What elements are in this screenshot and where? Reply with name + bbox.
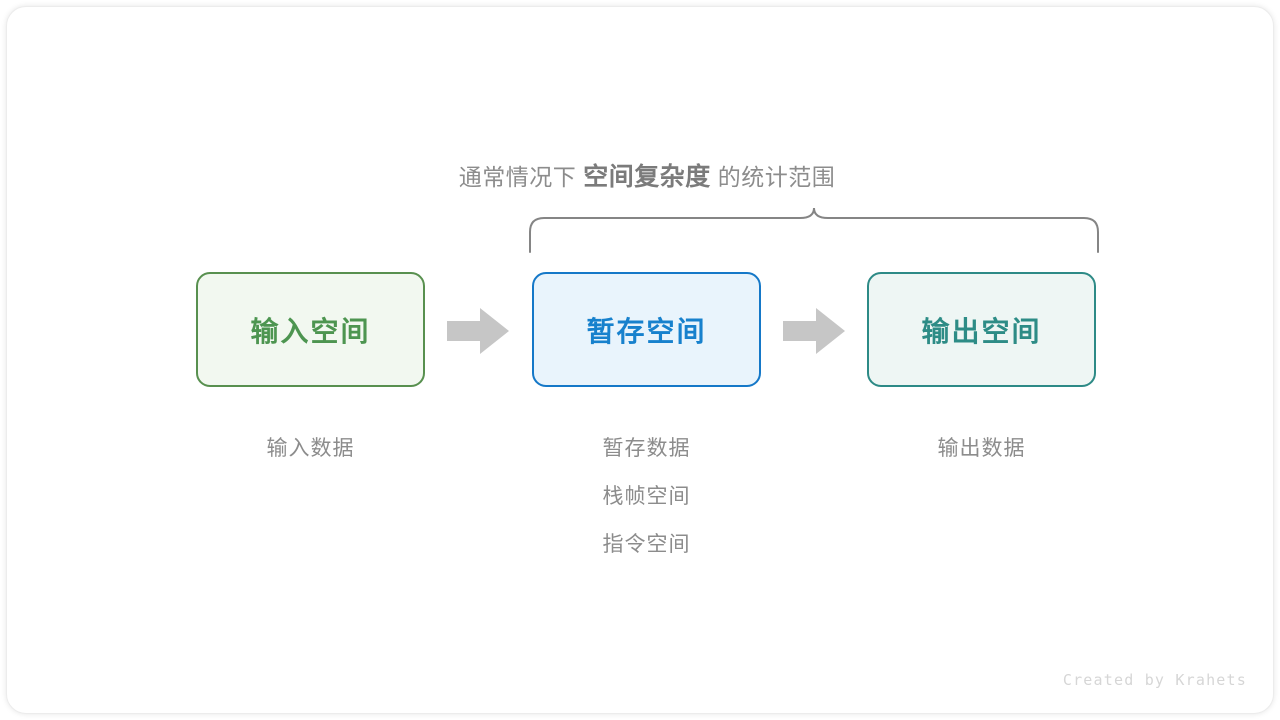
caption-column-output: 输出数据 (867, 425, 1096, 473)
box-output-space-label: 输出空间 (921, 315, 1042, 347)
diagram-card: 通常情况下空间复杂度的统计范围 输入空间 暂存空间 输出空间 (6, 6, 1274, 714)
right-arrow-icon (783, 308, 845, 354)
caption-line: 输入数据 (266, 437, 355, 460)
credit-text: Created by Krahets (1062, 671, 1247, 689)
caption-line: 暂存数据 (602, 437, 691, 460)
title-emphasis: 空间复杂度 (583, 163, 711, 191)
flow-arrow-temp-to-output (783, 308, 845, 354)
caption-column-input: 输入数据 (196, 425, 425, 473)
box-temp-space[interactable]: 暂存空间 (532, 272, 761, 387)
box-temp-space-label: 暂存空间 (586, 315, 707, 347)
caption-line: 输出数据 (937, 437, 1026, 460)
caption-line: 栈帧空间 (602, 485, 691, 508)
page-title: 通常情况下空间复杂度的统计范围 (7, 157, 1280, 193)
curly-brace (522, 202, 1107, 262)
flow-arrow-input-to-temp (447, 308, 509, 354)
caption-column-temp: 暂存数据 栈帧空间 指令空间 (532, 425, 761, 569)
caption-line: 指令空间 (602, 533, 691, 556)
right-arrow-icon (447, 308, 509, 354)
curly-brace-icon (529, 207, 1099, 253)
box-input-space[interactable]: 输入空间 (196, 272, 425, 387)
title-prefix: 通常情况下 (458, 164, 577, 190)
title-suffix: 的统计范围 (717, 164, 836, 190)
box-output-space[interactable]: 输出空间 (867, 272, 1096, 387)
box-input-space-label: 输入空间 (250, 315, 371, 347)
